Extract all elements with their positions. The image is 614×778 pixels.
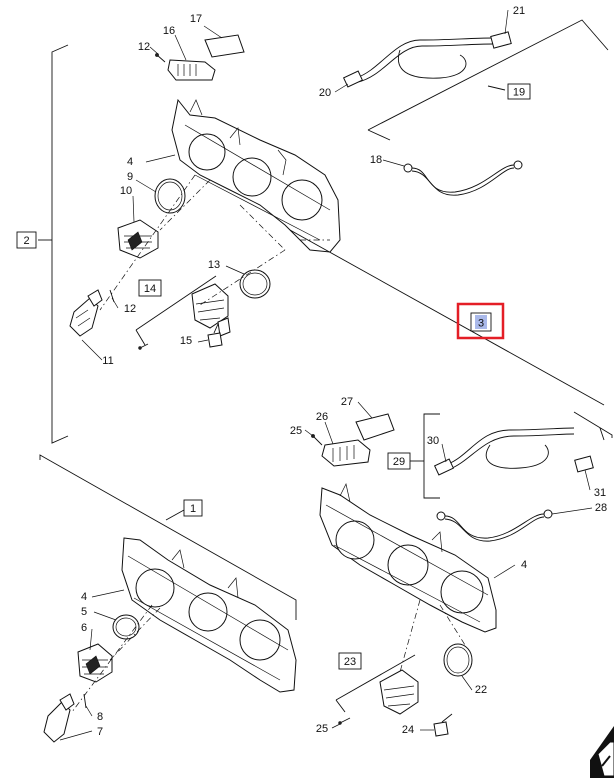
callout-11: 11: [102, 355, 113, 367]
harness-29-wire: [433, 427, 594, 476]
callout-26: 26: [316, 411, 328, 423]
bulb-7: [43, 693, 75, 743]
lower-left-guide-lines: [71, 604, 161, 713]
screw-under-14: [138, 343, 149, 350]
seal-5: [112, 614, 140, 640]
callout-30: 30: [427, 435, 439, 447]
cover-27: [355, 413, 395, 441]
lower-right-housing: [319, 482, 497, 633]
clip-15: [207, 323, 223, 348]
callout-4-lower: 4: [81, 591, 87, 603]
callout-31: 31: [594, 487, 606, 499]
upper-housing: [171, 98, 341, 253]
kit-23-group: [335, 654, 416, 713]
ref-box-3-highlighted[interactable]: 3: [470, 312, 492, 332]
callout-4-right: 4: [521, 559, 527, 571]
seal-13: [239, 269, 271, 299]
socket-13-assembly: [191, 283, 231, 337]
harness-28-wire: [436, 509, 553, 542]
ref-box-23[interactable]: 23: [338, 652, 362, 670]
callout-20: 20: [319, 87, 331, 99]
next-page-arrow-icon[interactable]: [590, 726, 614, 778]
ref-box-19[interactable]: 19: [507, 83, 531, 100]
leader-line-3: [289, 229, 605, 406]
lower-right-guide-lines: [399, 599, 466, 673]
callout-22: 22: [475, 684, 487, 696]
bulb-11: [69, 289, 103, 337]
upper-guide-lines: [99, 174, 330, 311]
callout-12-upper: 12: [138, 41, 150, 53]
callout-4-upper: 4: [127, 156, 133, 168]
cover-17: [204, 34, 245, 58]
callout-24: 24: [402, 724, 414, 736]
callout-25-lower: 25: [316, 723, 328, 735]
svg-text:19: 19: [513, 87, 525, 99]
ref-box-1[interactable]: 1: [183, 499, 203, 517]
callout-12-lower: 12: [124, 303, 136, 315]
connector-16: [167, 59, 216, 81]
callout-labels: 17 16 12 21 20 18 4 9 10 13 12 15 11 27 …: [81, 5, 607, 738]
svg-text:14: 14: [144, 283, 156, 295]
callout-13: 13: [208, 259, 220, 271]
screw-12-upper: [155, 53, 166, 63]
ref-box-14[interactable]: 14: [138, 279, 162, 297]
socket-23-assembly: [379, 669, 419, 715]
kit-19-group: [367, 19, 609, 141]
svg-text:3: 3: [478, 318, 484, 330]
callout-27: 27: [341, 396, 353, 408]
leader-lines: [59, 9, 593, 741]
connector-26: [321, 439, 371, 467]
kit-29-bracket: [410, 411, 613, 499]
callout-5: 5: [81, 606, 87, 618]
svg-text:23: 23: [344, 656, 356, 668]
kit-14-group: [135, 275, 217, 346]
callout-16: 16: [163, 25, 175, 37]
socket-10: [117, 219, 159, 259]
callout-9: 9: [127, 171, 133, 183]
lower-left-housing: [121, 537, 297, 693]
assembly-2-bracket: [38, 44, 69, 444]
callout-17: 17: [190, 13, 202, 25]
seal-9: [154, 178, 186, 214]
callout-18: 18: [370, 154, 382, 166]
socket-6: [77, 643, 113, 683]
svg-text:29: 29: [393, 456, 405, 468]
svg-text:1: 1: [190, 503, 196, 515]
callout-7: 7: [97, 726, 103, 738]
screw-25-lower: [338, 717, 351, 725]
callout-15: 15: [180, 335, 192, 347]
selection-highlight-box: [456, 302, 505, 340]
seal-22: [443, 643, 473, 677]
ref-box-29[interactable]: 29: [387, 452, 411, 470]
screw-8: [83, 693, 87, 709]
callout-28: 28: [595, 502, 607, 514]
ref-box-2[interactable]: 2: [16, 231, 37, 249]
harness-19-wire: [342, 31, 512, 88]
callout-21: 21: [513, 5, 525, 17]
callout-10: 10: [120, 185, 132, 197]
callout-6: 6: [81, 622, 87, 634]
assembly-1-bracket: [39, 454, 297, 620]
callout-8: 8: [97, 711, 103, 723]
clip-24: [433, 713, 453, 737]
svg-text:2: 2: [23, 235, 29, 247]
harness-18-wire: [403, 160, 523, 196]
callout-25-upper: 25: [290, 425, 302, 437]
